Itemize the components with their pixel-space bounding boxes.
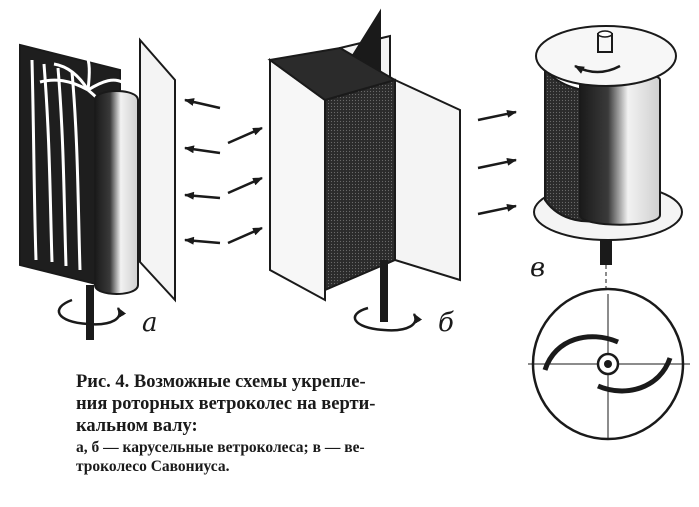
caption-line: ния роторных ветроколес на верти-: [76, 394, 376, 415]
label-a: а: [142, 308, 158, 338]
rotor-v-bottom-shaft: [600, 240, 612, 265]
wind-arrow: [477, 157, 517, 170]
wind-arrow: [477, 109, 517, 122]
figure-caption: Рис. 4. Возможные схемы укрепле- ния рот…: [76, 371, 506, 477]
wind-arrow: [227, 176, 263, 195]
caption-legend-line: а, б — карусельные ветроколеса; в — ве-: [76, 438, 365, 456]
rotor-b-shaft: [380, 260, 388, 322]
wind-arrow: [227, 126, 263, 145]
rotor-b-top-wedge: [267, 46, 398, 102]
rotor-a-blade: [56, 67, 68, 267]
wind-arrow: [477, 203, 517, 216]
rotor-a-blade: [70, 71, 82, 271]
rotor-b-middle-blade: [324, 78, 396, 292]
wind-arrow: [227, 226, 263, 245]
wind-arrows-middle: [227, 126, 263, 245]
rotor-v-right-vane: [579, 71, 661, 226]
wind-arrows-right: [477, 109, 517, 216]
rotor-a-blade: [42, 63, 54, 263]
top-view-vane-left: [542, 334, 619, 371]
rotor-a: [19, 37, 176, 340]
rotor-a-cylinder: [94, 90, 139, 295]
wind-arrow: [184, 98, 221, 110]
rotor-a-blade: [30, 59, 38, 261]
savonius-top-view: [528, 287, 690, 441]
rotor-a-shaft: [86, 285, 94, 340]
rotor-b: [267, 8, 461, 332]
rotor-b-right-panel: [394, 78, 461, 282]
rotor-b-left-panel: [269, 58, 326, 302]
top-view-vane-right: [597, 357, 673, 394]
caption-legend-line: троколесо Савониуса.: [76, 458, 230, 476]
label-v: в: [530, 253, 546, 283]
wind-arrows-left: [184, 98, 221, 245]
rotor-v-top-disk: [535, 25, 677, 87]
caption-line: кальном валу:: [76, 416, 198, 437]
rotor-b-rotation-arrow: [353, 306, 423, 332]
wind-arrow: [184, 191, 221, 200]
wind-arrow: [184, 236, 221, 245]
rotor-v-rotation-arrow: [574, 64, 621, 74]
rotor-v: [533, 25, 683, 290]
caption-line: Рис. 4. Возможные схемы укрепле-: [76, 372, 366, 392]
label-b: б: [438, 308, 454, 338]
wind-arrow: [184, 145, 221, 155]
rotor-a-side-panel: [139, 37, 176, 303]
rotor-v-top-shaft-cap: [597, 30, 613, 38]
top-view-shaft: [604, 360, 612, 368]
rotor-a-rotation-arrow: [57, 298, 127, 326]
